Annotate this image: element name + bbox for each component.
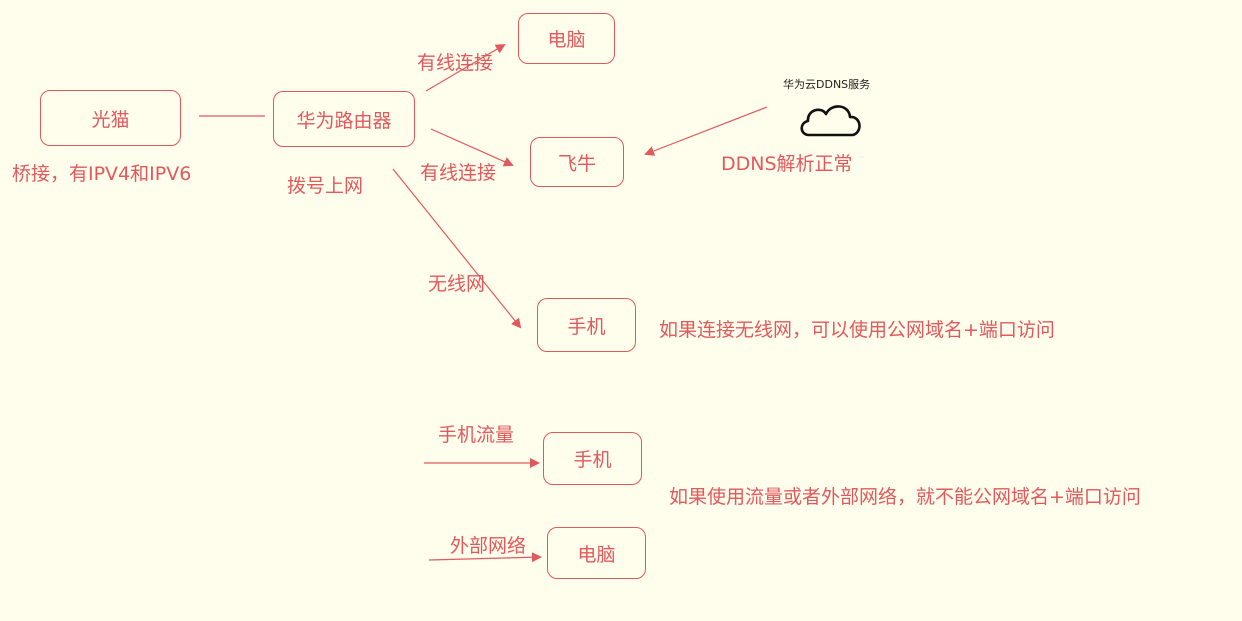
wired-feiniu-label: 有线连接: [420, 162, 497, 184]
cloud-title: 华为云DDNS服务: [783, 78, 871, 91]
wifi-note: 如果连接无线网，可以使用公网域名+端口访问: [659, 319, 1055, 341]
cloud-feiniu-arrow: [644, 106, 768, 156]
pc-external-node[interactable]: 电脑: [547, 527, 646, 579]
dial-note: 拨号上网: [287, 175, 364, 197]
mobile-data-label: 手机流量: [438, 424, 515, 446]
router-pc-arrow: [425, 43, 506, 92]
wired-top-label: 有线连接: [417, 52, 494, 74]
cloud-icon: [800, 105, 861, 137]
router-node[interactable]: 华为路由器: [273, 91, 415, 147]
external-network-arrow: [428, 552, 542, 563]
external-note: 如果使用流量或者外部网络，就不能公网域名+端口访问: [669, 486, 1141, 508]
external-network-label: 外部网络: [450, 535, 527, 557]
pc-top-node[interactable]: 电脑: [518, 13, 615, 64]
modem-node[interactable]: 光猫: [40, 90, 181, 146]
phone-wifi-node[interactable]: 手机: [537, 298, 636, 352]
ddns-status: DDNS解析正常: [721, 153, 853, 175]
feiniu-node[interactable]: 飞牛: [530, 137, 624, 187]
wireless-label: 无线网: [428, 273, 486, 295]
router-feiniu-arrow: [430, 128, 514, 167]
phone-cell-node[interactable]: 手机: [543, 432, 642, 485]
router-phone-arrow: [392, 168, 522, 329]
bridge-note: 桥接，有IPV4和IPV6: [12, 163, 192, 185]
